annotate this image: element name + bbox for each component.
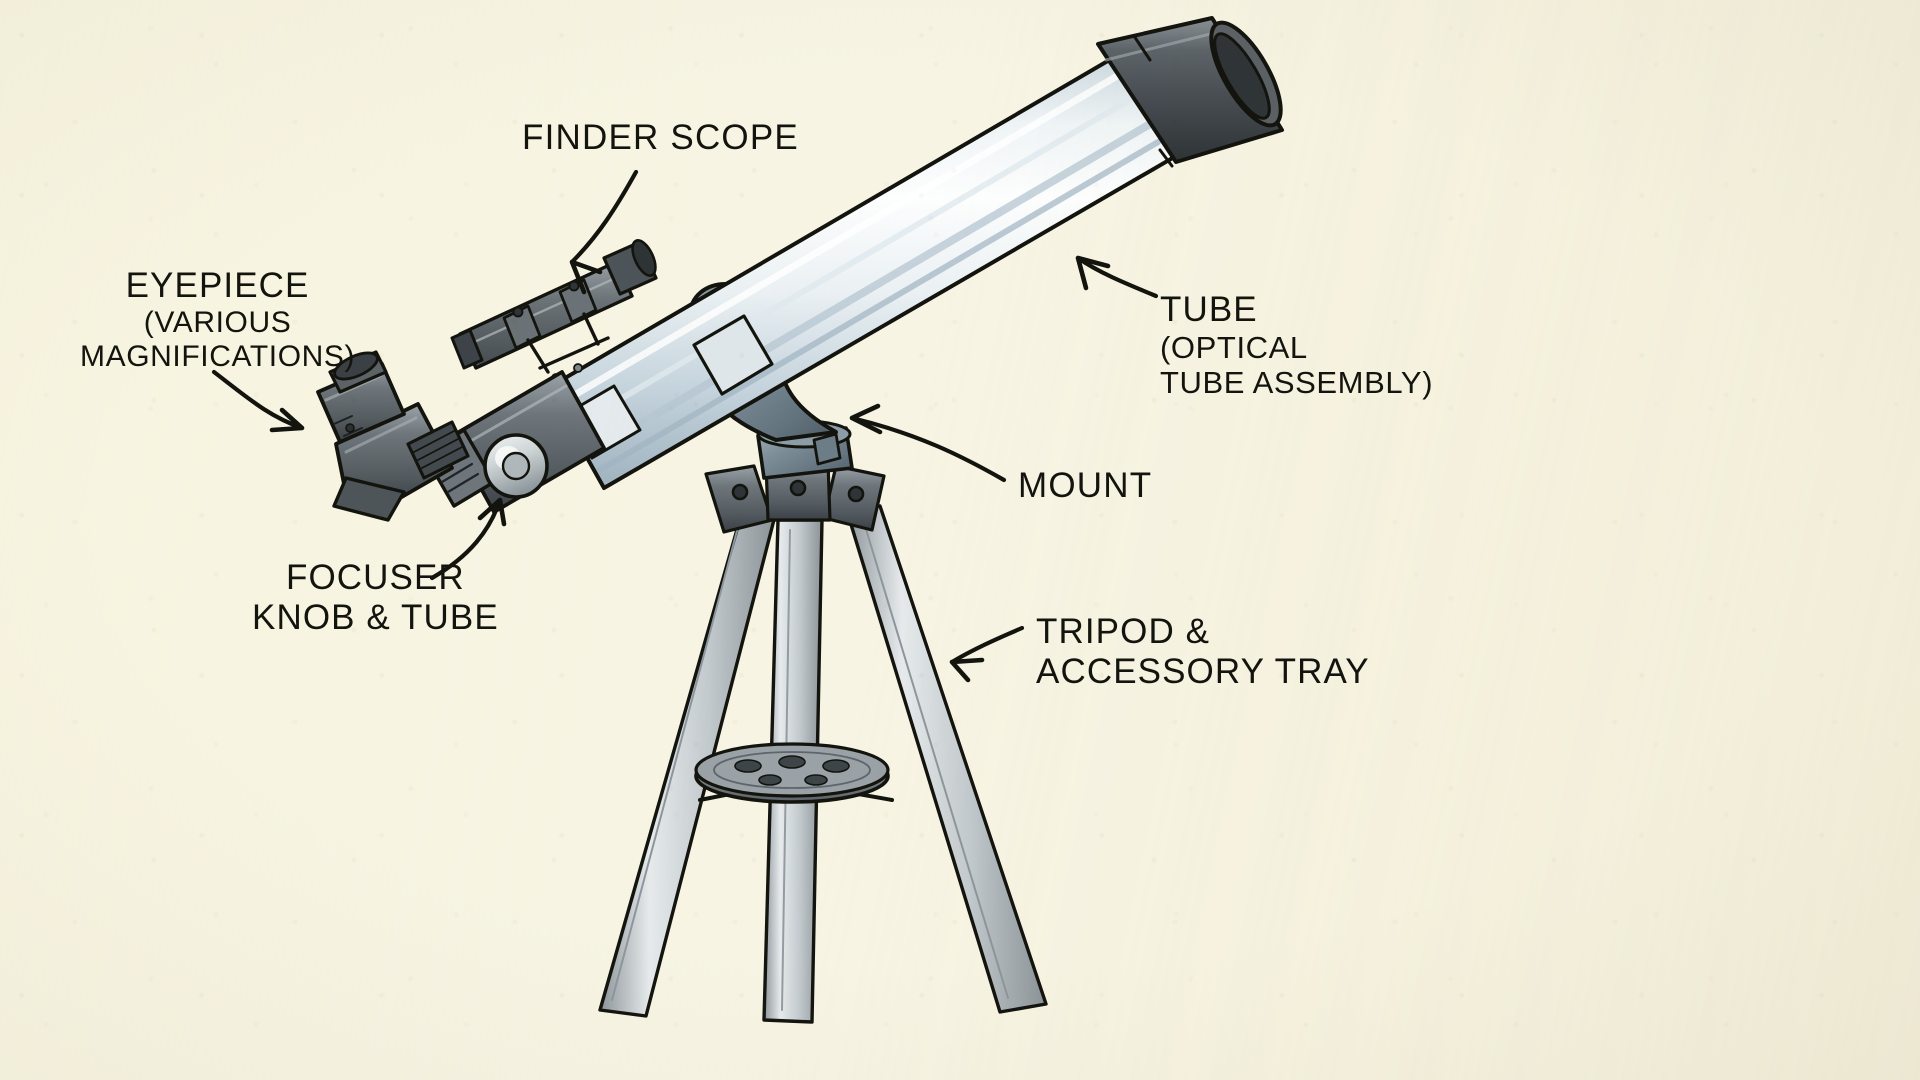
focuser-knob — [483, 433, 549, 499]
label-tube-line-3: TUBE ASSEMBLY) — [1160, 365, 1434, 401]
arrow-tripod — [949, 625, 1025, 665]
label-tripod: TRIPOD & ACCESSORY TRAY — [1036, 612, 1370, 692]
label-eyepiece: EYEPIECE (VARIOUS MAGNIFICATIONS) — [80, 266, 355, 374]
label-finder-scope: FINDER SCOPE — [522, 118, 799, 158]
label-tube-line-2: (OPTICAL — [1160, 329, 1308, 365]
arrow-tube — [1075, 255, 1159, 299]
arrow-focuser — [429, 497, 503, 581]
label-focuser-line-1: FOCUSER — [285, 558, 465, 597]
arrow-eyepiece — [211, 369, 305, 431]
arrow-finder-scope — [569, 169, 639, 265]
objective-lens-cell — [1096, 16, 1284, 168]
leader-arrows — [211, 169, 1159, 683]
label-tube: TUBE (OPTICAL TUBE ASSEMBLY) — [1160, 290, 1433, 401]
focuser — [422, 370, 606, 514]
label-focuser: FOCUSER KNOB & TUBE — [252, 558, 499, 638]
tripod — [598, 460, 1048, 1024]
eyepiece — [316, 350, 406, 444]
label-finder-scope-line-1: FINDER SCOPE — [522, 118, 799, 157]
eyepiece-collar — [406, 420, 470, 480]
label-eyepiece-line-3: MAGNIFICATIONS) — [80, 340, 356, 374]
finder-scope — [450, 239, 658, 374]
label-mount: MOUNT — [1018, 466, 1152, 506]
accessory-tray — [694, 742, 890, 804]
arrow-mount — [849, 415, 1007, 483]
label-tripod-line-2: ACCESSORY TRAY — [1036, 651, 1370, 691]
label-tube-line-1: TUBE — [1160, 290, 1258, 329]
label-eyepiece-line-2: (VARIOUS — [143, 305, 292, 339]
label-focuser-line-2: KNOB & TUBE — [252, 597, 499, 637]
label-mount-line-1: MOUNT — [1018, 466, 1153, 505]
label-tripod-line-1: TRIPOD & — [1036, 612, 1211, 651]
label-eyepiece-line-1: EYEPIECE — [125, 266, 310, 305]
